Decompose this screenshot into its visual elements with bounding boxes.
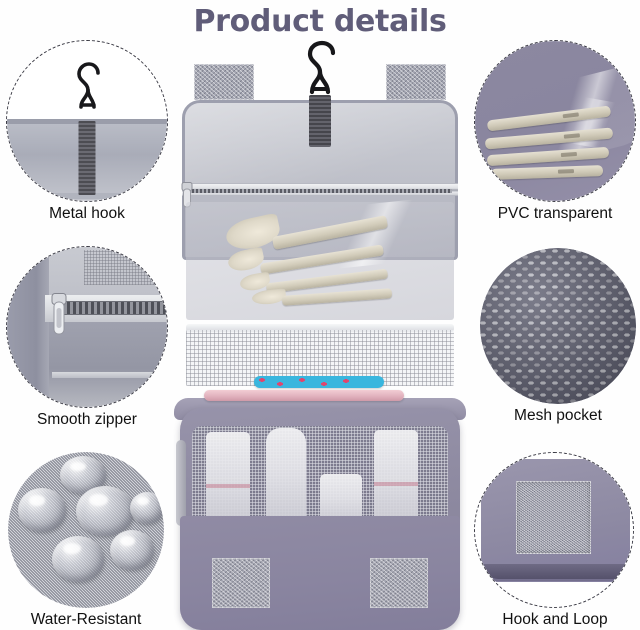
feature-mesh-label: Mesh pocket bbox=[514, 407, 602, 424]
brush-handle-4 bbox=[281, 288, 393, 306]
velcro-patch-bottom-right bbox=[370, 558, 428, 608]
bottle-band-2 bbox=[374, 482, 418, 486]
pvc-brush-1 bbox=[486, 105, 611, 132]
zipper-top bbox=[181, 182, 458, 208]
zipper-lower-panel bbox=[48, 322, 167, 407]
feature-mesh-pocket: Mesh pocket bbox=[480, 248, 636, 425]
feature-smooth-zipper: Smooth zipper bbox=[6, 246, 168, 429]
bottle-1 bbox=[206, 432, 250, 518]
water-droplet-3 bbox=[76, 486, 134, 536]
patterned-item-pink bbox=[204, 390, 404, 401]
feature-hook-and-loop: Hook and Loop bbox=[474, 452, 636, 629]
product-image bbox=[168, 40, 472, 630]
pvc-brush-4 bbox=[490, 165, 603, 180]
feature-hook-loop-label: Hook and Loop bbox=[502, 611, 608, 628]
zipper-side-band bbox=[7, 247, 49, 407]
feature-pvc-circle bbox=[474, 40, 636, 202]
page-title: Product details bbox=[193, 4, 447, 39]
bottle-2 bbox=[266, 428, 306, 518]
bottle-3 bbox=[320, 474, 362, 518]
metal-hook-icon bbox=[64, 60, 110, 116]
zipper-mesh-texture bbox=[83, 250, 167, 286]
bottle-band-1 bbox=[206, 484, 250, 488]
feature-metal-hook-label: Metal hook bbox=[49, 205, 125, 222]
hook-panel-base bbox=[7, 193, 167, 199]
zipper-pull-detail-icon bbox=[49, 293, 69, 339]
velcro-patch-top-left bbox=[194, 64, 254, 100]
velcro-patch-detail bbox=[516, 480, 591, 554]
zipper-upper-panel bbox=[48, 247, 167, 295]
feature-mesh-circle bbox=[480, 248, 636, 404]
feature-water-circle bbox=[8, 452, 164, 608]
feature-pvc-transparent: PVC transparent bbox=[474, 40, 636, 223]
hanger-webbing-strap bbox=[309, 95, 331, 147]
feature-zipper-label: Smooth zipper bbox=[37, 411, 137, 428]
brush-head-medium bbox=[226, 246, 266, 274]
mesh-strip-edge bbox=[186, 324, 454, 332]
pvc-brush-2 bbox=[484, 127, 613, 150]
bag-side-zipper bbox=[176, 440, 186, 526]
metal-hook-graphic bbox=[290, 40, 350, 102]
feature-metal-hook-circle bbox=[6, 40, 168, 202]
bag-mesh-pocket bbox=[192, 426, 448, 518]
feature-metal-hook: Metal hook bbox=[6, 40, 168, 223]
feature-hook-loop-circle bbox=[474, 452, 634, 608]
patterned-item-teal bbox=[254, 376, 384, 388]
mesh-shading bbox=[480, 248, 636, 404]
brush-handle-1 bbox=[271, 215, 389, 250]
bottle-4 bbox=[374, 430, 418, 518]
zipper-teeth-detail bbox=[55, 300, 167, 316]
pvc-brush-group bbox=[484, 105, 635, 195]
hook-strap-graphic bbox=[78, 121, 96, 195]
mesh-texture bbox=[480, 248, 636, 404]
water-droplet-2 bbox=[18, 488, 66, 532]
makeup-brush-set bbox=[186, 202, 454, 320]
feature-zipper-circle bbox=[6, 246, 168, 408]
feature-water-label: Water-Resistant bbox=[30, 611, 142, 628]
feature-pvc-label: PVC transparent bbox=[497, 205, 613, 222]
pvc-brush-window bbox=[186, 195, 455, 320]
zipper-lower-seam bbox=[51, 371, 167, 378]
water-droplet-4 bbox=[130, 492, 164, 524]
water-droplet-6 bbox=[110, 530, 154, 570]
feature-water-resistant: Water-Resistant bbox=[8, 452, 164, 629]
zipper-teeth bbox=[188, 189, 452, 193]
velcro-patch-top-right bbox=[386, 64, 446, 100]
water-droplet-5 bbox=[52, 536, 104, 582]
velcro-patch-bottom-left bbox=[212, 558, 270, 608]
pvc-brush-3 bbox=[486, 146, 609, 167]
hook-loop-edge-lower bbox=[484, 563, 627, 580]
